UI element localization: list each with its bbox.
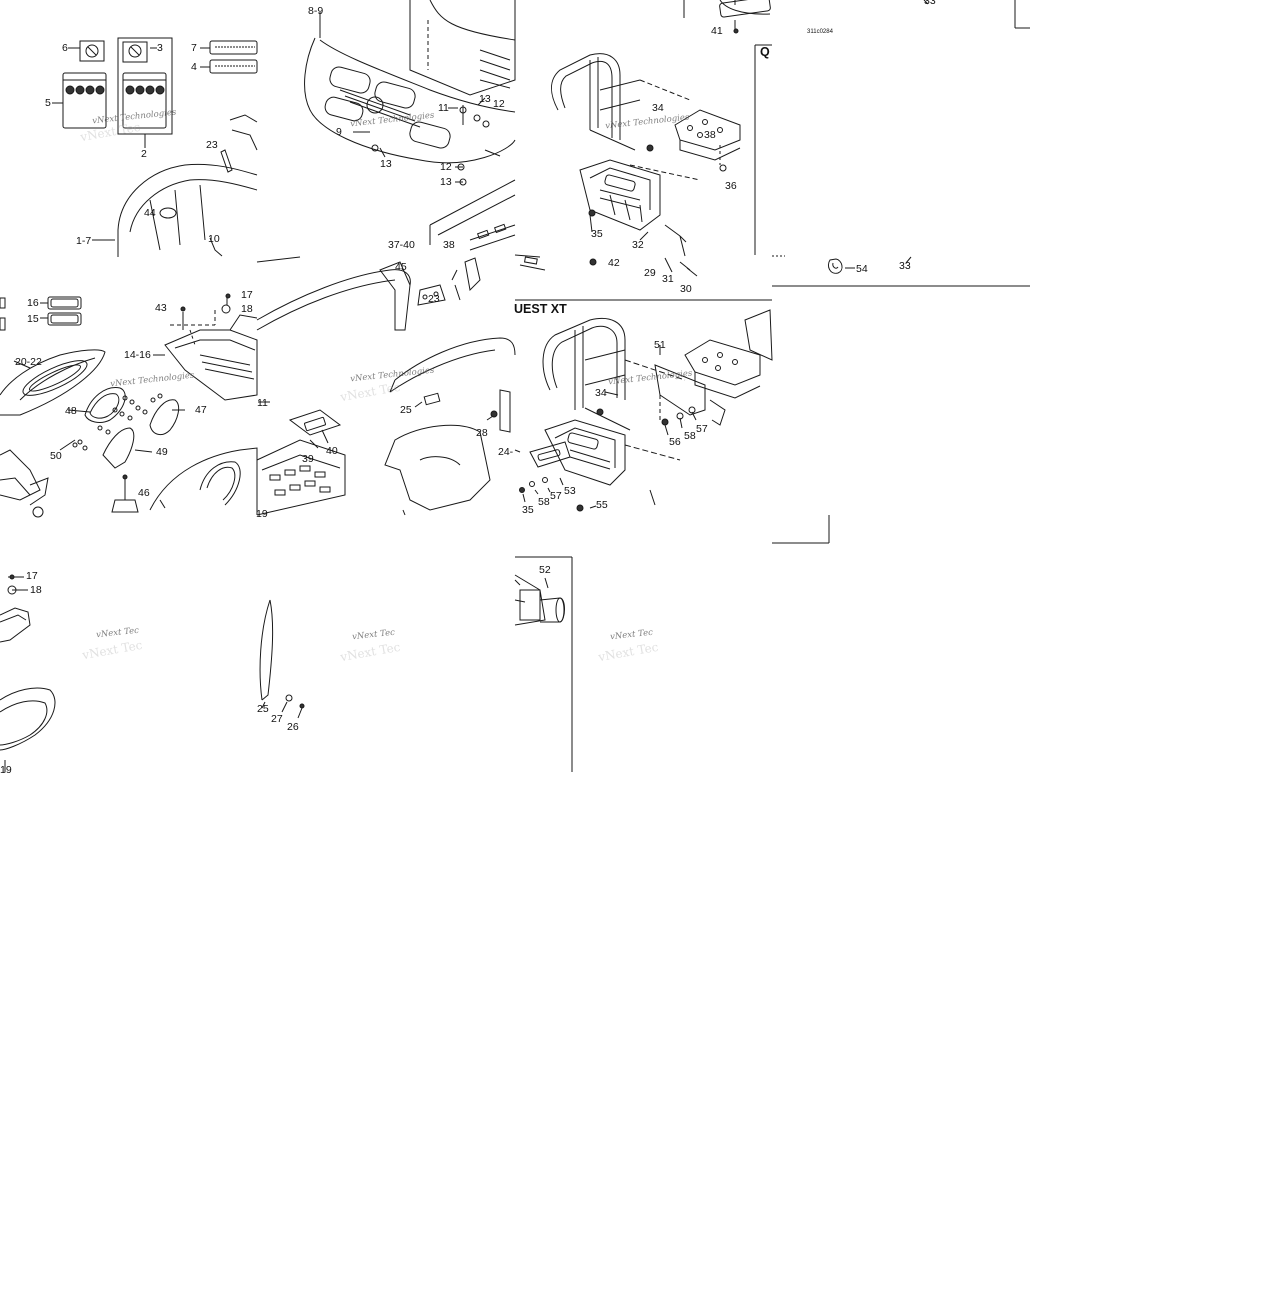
part-callout: 10 bbox=[208, 233, 220, 245]
part-callout: 55 bbox=[596, 499, 608, 511]
part-callout: 42 bbox=[608, 257, 620, 269]
front-bumper-drawing bbox=[304, 0, 516, 251]
part-callout: 32 bbox=[632, 239, 644, 251]
part-callout: 11 bbox=[257, 397, 268, 409]
part-callout: 17 bbox=[241, 289, 253, 301]
part-callout: 23 bbox=[428, 293, 440, 305]
part-callout: 38 bbox=[443, 239, 455, 251]
part-callout: 46 bbox=[138, 487, 150, 499]
part-callout: 34 bbox=[595, 387, 607, 399]
part-callout: 33 bbox=[899, 260, 911, 272]
part-callout: 57 bbox=[696, 423, 708, 435]
winch-drawing bbox=[514, 574, 565, 626]
part-callout: 8-9 bbox=[308, 5, 324, 17]
part-callout: 58 bbox=[684, 430, 696, 442]
part-callout: 11 bbox=[438, 102, 449, 114]
part-callout: 16 bbox=[27, 297, 39, 309]
decal-group bbox=[52, 37, 258, 148]
part-callout: 47 bbox=[195, 404, 207, 416]
part-callout: 43 bbox=[155, 302, 167, 314]
part-callout: 2 bbox=[141, 148, 147, 160]
part-callout: 12 bbox=[493, 98, 505, 110]
part-callout: 18 bbox=[30, 584, 42, 596]
part-callout: 44 bbox=[144, 207, 156, 219]
part-callout: 14-16 bbox=[124, 349, 151, 361]
part-callout: 35 bbox=[591, 228, 603, 240]
part-callout: 50 bbox=[50, 450, 62, 462]
part-callout: 24- bbox=[498, 446, 514, 458]
part-callout: 36 bbox=[725, 180, 737, 192]
parts-tile-9 bbox=[0, 574, 56, 772]
part-callout: 48 bbox=[65, 405, 77, 417]
part-callout: 27 bbox=[271, 713, 283, 725]
part-callout: 37-40 bbox=[388, 239, 415, 251]
rear-fender-drawing bbox=[92, 114, 258, 257]
part-callout: 30 bbox=[680, 283, 692, 295]
part-callout: 57 bbox=[550, 490, 562, 502]
part-callout: 52 bbox=[539, 564, 551, 576]
part-callout: 41 bbox=[711, 25, 723, 37]
part-callout: 4 bbox=[191, 61, 197, 73]
drawing-code: 311c0284 bbox=[807, 29, 833, 35]
model-header-quest-xt: UEST XT bbox=[514, 302, 567, 316]
part-callout: 31 bbox=[662, 273, 674, 285]
part-callout: 18 bbox=[241, 303, 253, 315]
part-callout: 13 bbox=[440, 176, 452, 188]
part-callout: 28 bbox=[476, 427, 488, 439]
part-callout: 34 bbox=[652, 102, 664, 114]
part-callout: 26 bbox=[287, 721, 299, 733]
part-callout: 15 bbox=[27, 313, 39, 325]
part-callout: 25 bbox=[257, 703, 269, 715]
part-callout: 53 bbox=[564, 485, 576, 497]
part-callout: 19 bbox=[0, 764, 12, 776]
part-callout: 20-22 bbox=[15, 356, 42, 368]
part-callout: 3 bbox=[157, 42, 163, 54]
part-callout: 56 bbox=[669, 436, 681, 448]
part-callout: 51 bbox=[654, 339, 666, 351]
part-callout: 19 bbox=[256, 508, 268, 520]
part-callout: 12 bbox=[440, 161, 452, 173]
part-callout: 9 bbox=[336, 126, 342, 138]
parts-tile-4 bbox=[772, 0, 929, 274]
part-callout: 45 bbox=[395, 261, 407, 273]
part-callout: 54 bbox=[856, 263, 868, 275]
part-callout: 39 bbox=[302, 453, 314, 465]
part-callout: 1-7 bbox=[76, 235, 92, 247]
model-header-q: Q bbox=[760, 45, 770, 59]
part-callout: 6 bbox=[62, 42, 68, 54]
part-callout: 29 bbox=[644, 267, 656, 279]
quest-xt-rack-drawing bbox=[519, 309, 773, 512]
part-callout: 58 bbox=[538, 496, 550, 508]
front-rack-drawing bbox=[514, 0, 771, 277]
part-callout: 7 bbox=[191, 42, 197, 54]
part-callout: 13 bbox=[380, 158, 392, 170]
part-callout: 33 bbox=[924, 0, 936, 7]
part-callout: 49 bbox=[156, 446, 168, 458]
part-callout: 5 bbox=[45, 97, 51, 109]
part-callout: 35 bbox=[522, 504, 534, 516]
fender-lens-drawing bbox=[0, 293, 258, 518]
part-callout: 13 bbox=[479, 93, 491, 105]
running-board-drawing bbox=[256, 256, 521, 516]
parts-tile-10 bbox=[259, 599, 305, 719]
part-callout: 38 bbox=[704, 129, 716, 141]
part-callout: 23 bbox=[206, 139, 218, 151]
part-callout: 25 bbox=[400, 404, 412, 416]
part-callout: 40 bbox=[326, 445, 338, 457]
part-callout: 17 bbox=[26, 570, 38, 582]
